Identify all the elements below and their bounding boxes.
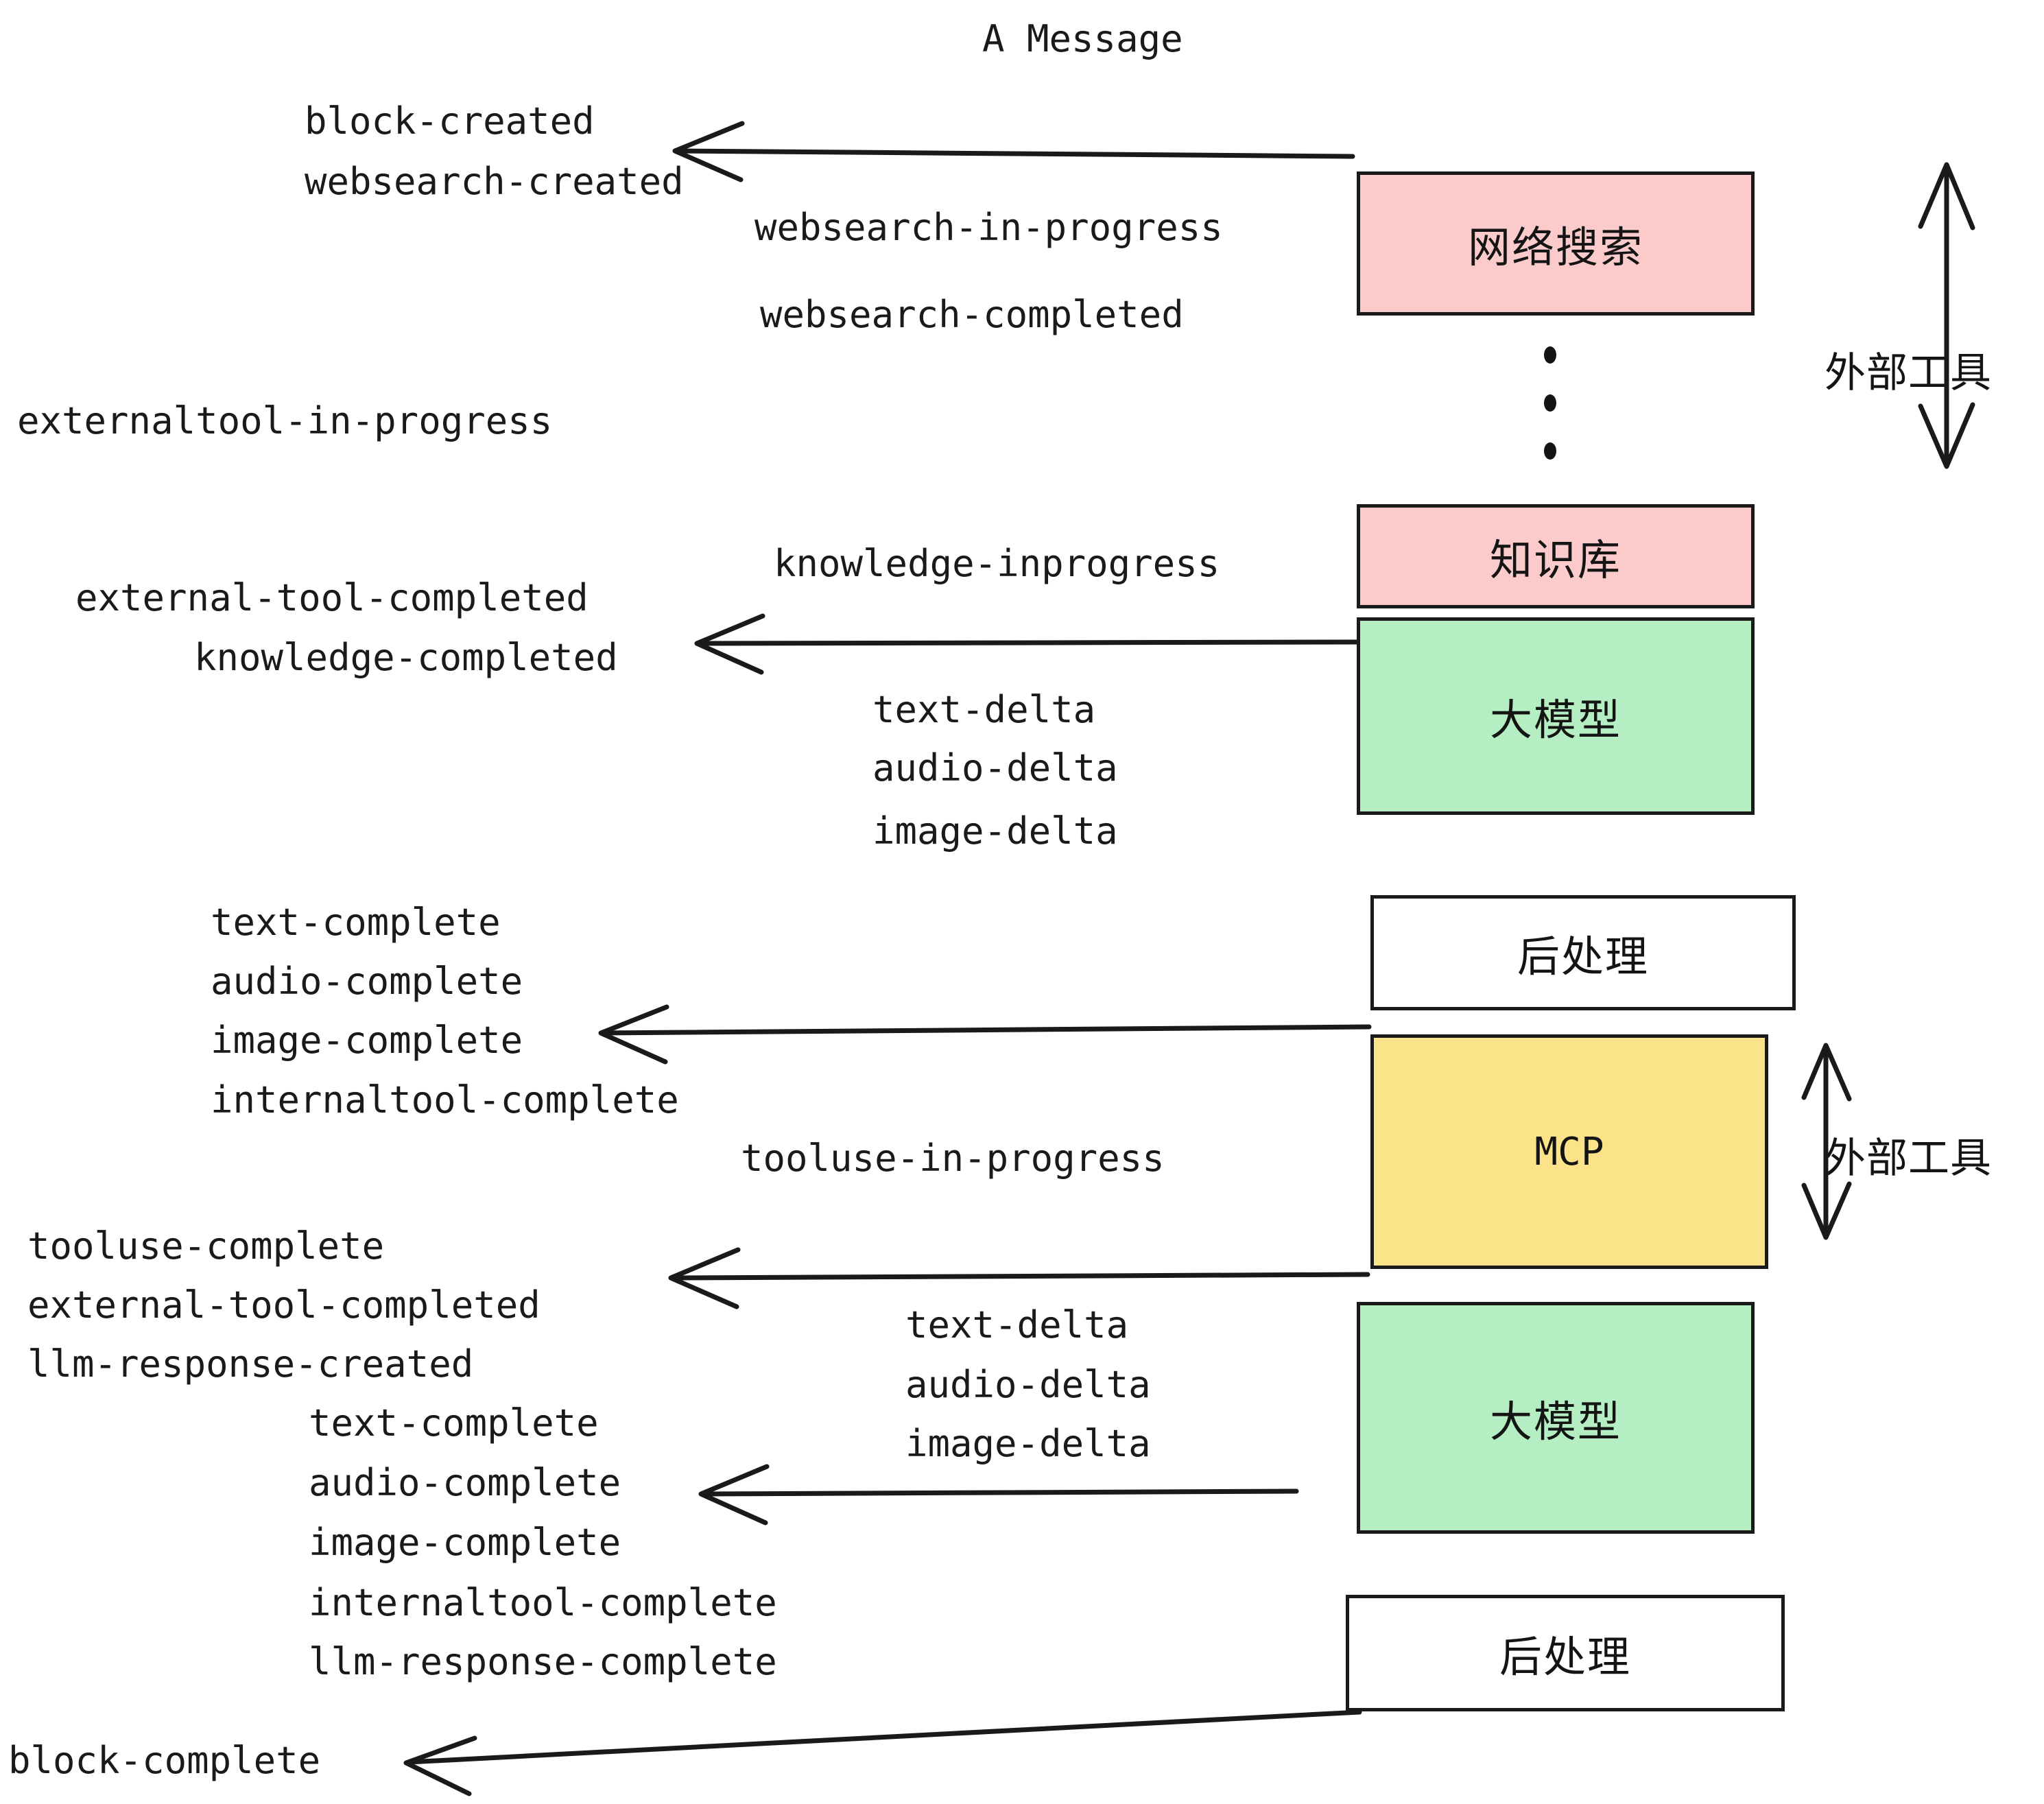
event-label-websearch-in-progress: websearch-in-progress (754, 206, 1223, 249)
event-label-text-delta-1: text-delta (872, 688, 1096, 731)
arrow-llm2-to-left-head (698, 1464, 770, 1526)
event-label-image-complete-1: image-complete (211, 1019, 523, 1062)
arrow-websearch-to-left (675, 148, 1355, 159)
event-label-knowledge-completed: knowledge-completed (194, 636, 618, 679)
arrow-websearch-to-left-head (672, 121, 745, 182)
ellipsis-dot (1544, 442, 1556, 460)
external-tools-axis-bottom-head-down (1801, 1181, 1852, 1240)
arrow-postprocess1-to-left (601, 1024, 1372, 1036)
external-tools-axis-bottom-head-up (1801, 1043, 1852, 1102)
component-box-postprocess-2[interactable]: 后处理 (1346, 1595, 1785, 1711)
side-label-external-tools-bottom: 外部工具 (1825, 1135, 1992, 1183)
event-label-text-complete-2: text-complete (309, 1401, 599, 1445)
page-title: A Message (982, 17, 1183, 60)
event-label-knowledge-inprogress: knowledge-inprogress (774, 542, 1220, 585)
event-label-tooluse-complete: tooluse-complete (27, 1224, 385, 1268)
event-label-llm-response-created: llm-response-created (27, 1342, 474, 1386)
event-label-websearch-completed: websearch-completed (760, 293, 1184, 336)
component-box-postprocess-1[interactable]: 后处理 (1370, 895, 1796, 1010)
component-box-websearch[interactable]: 网络搜索 (1357, 171, 1755, 316)
event-label-text-delta-2: text-delta (905, 1303, 1129, 1346)
vertical-ellipsis-icon (1543, 346, 1557, 460)
event-label-block-complete: block-complete (8, 1739, 321, 1782)
external-tools-axis-top-head-down (1918, 402, 1975, 469)
event-label-tooluse-in-progress: tooluse-in-progress (741, 1137, 1165, 1180)
external-tools-axis-top-head-up (1918, 162, 1975, 230)
ellipsis-dot (1544, 346, 1556, 364)
event-label-internaltool-complete-1: internaltool-complete (211, 1078, 679, 1121)
event-label-external-tool-completed: external-tool-completed (75, 576, 589, 619)
arrow-knowledge-to-left (697, 639, 1359, 646)
arrow-knowledge-to-left-head (694, 613, 765, 675)
component-box-mcp[interactable]: MCP (1370, 1034, 1768, 1269)
arrow-llm2-to-left (701, 1488, 1299, 1497)
event-label-audio-complete-1: audio-complete (211, 960, 523, 1003)
event-label-audio-delta-2: audio-delta (905, 1363, 1151, 1406)
event-label-llm-response-complete: llm-response-complete (309, 1640, 777, 1683)
arrow-mcp-to-left (671, 1272, 1370, 1281)
event-label-image-complete-2: image-complete (309, 1521, 621, 1564)
event-label-image-delta-2: image-delta (905, 1422, 1151, 1465)
event-label-external-tool-completed-2: external-tool-completed (27, 1283, 540, 1327)
arrow-mcp-to-left-head (668, 1247, 741, 1309)
arrow-postprocess2-to-left (406, 1709, 1362, 1765)
ellipsis-dot (1544, 394, 1556, 412)
event-label-externaltool-in-progress: externaltool-in-progress (17, 399, 553, 442)
event-label-websearch-created: websearch-created (305, 160, 684, 203)
component-box-llm-2[interactable]: 大模型 (1357, 1302, 1755, 1534)
arrow-postprocess1-to-left-head (598, 1004, 669, 1065)
component-box-llm-1[interactable]: 大模型 (1357, 617, 1755, 815)
event-label-audio-delta-1: audio-delta (872, 746, 1118, 790)
event-label-audio-complete-2: audio-complete (309, 1461, 621, 1504)
event-label-block-created: block-created (305, 99, 595, 143)
event-label-internaltool-complete-2: internaltool-complete (309, 1581, 777, 1624)
component-box-knowledge-base[interactable]: 知识库 (1357, 504, 1755, 608)
arrow-postprocess2-to-left-head (403, 1735, 477, 1796)
event-label-image-delta-1: image-delta (872, 809, 1118, 853)
side-label-external-tools-top: 外部工具 (1825, 349, 1992, 397)
event-label-text-complete-1: text-complete (211, 901, 501, 944)
